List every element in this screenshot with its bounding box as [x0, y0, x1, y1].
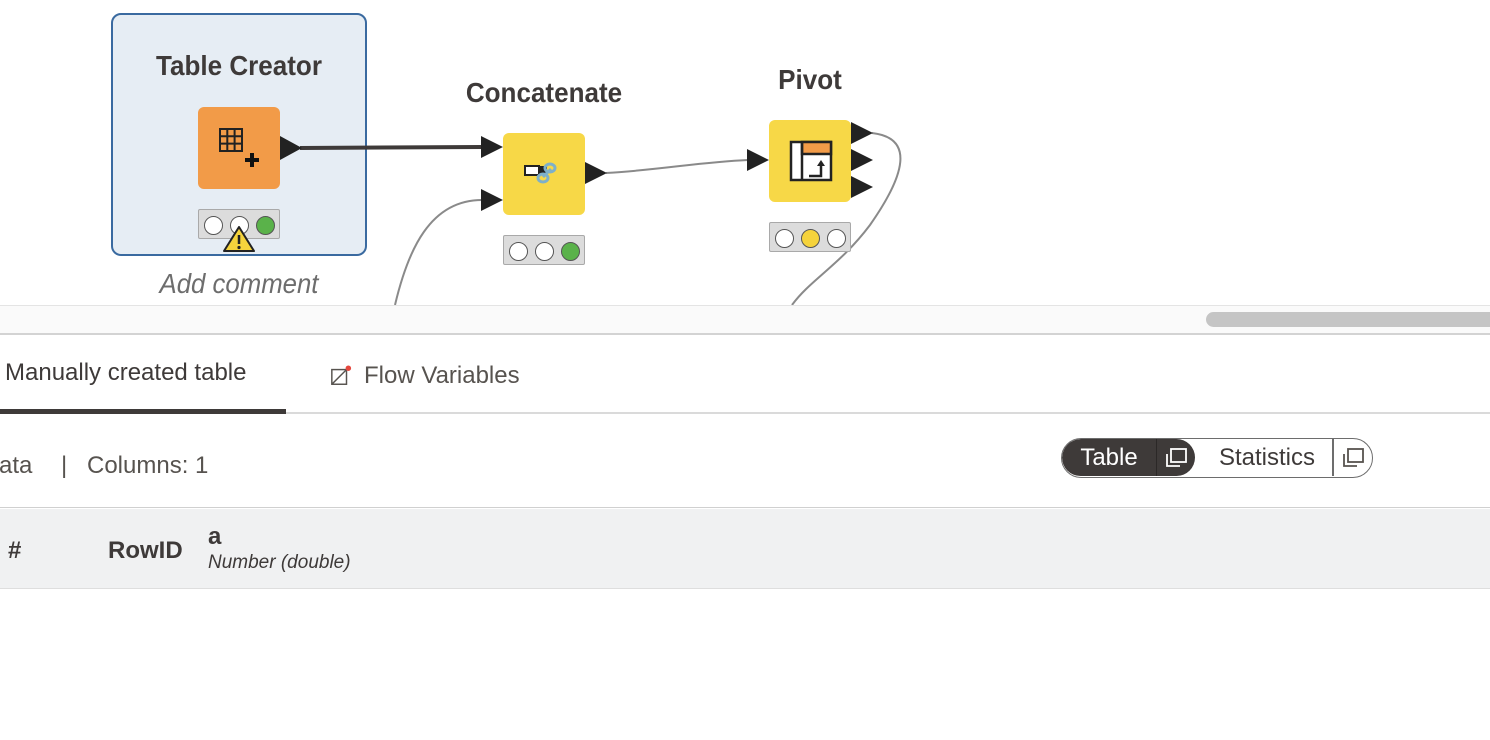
- table-info-bar: ata | Columns: 1: [0, 416, 1490, 508]
- table-creator-icon: [219, 128, 259, 167]
- column-header-rowid[interactable]: RowID: [108, 537, 183, 564]
- connection-incoming-concatenate[interactable]: [394, 199, 483, 305]
- pivot-status: [769, 222, 851, 252]
- table-header: # RowID a Number (double): [0, 509, 1490, 589]
- pivot-icon: [789, 140, 833, 182]
- status-light-1: [775, 229, 794, 248]
- output-tabs: Manually created table Flow Variables: [0, 337, 1490, 414]
- toggle-divider: [1332, 439, 1334, 476]
- concatenate-icon: [524, 162, 557, 184]
- pivot-input-port[interactable]: [747, 149, 769, 171]
- toggle-statistics[interactable]: Statistics: [1202, 439, 1332, 476]
- view-toggle[interactable]: Table Statistics: [1061, 438, 1373, 478]
- toggle-table-label: Table: [1080, 443, 1138, 471]
- status-light-3: [827, 229, 846, 248]
- open-table-in-window-button[interactable]: [1157, 439, 1195, 476]
- tab-manually-created-table[interactable]: Manually created table: [0, 337, 286, 414]
- node-title-pivot[interactable]: Pivot: [778, 64, 842, 95]
- open-in-window-icon: [1343, 447, 1364, 467]
- connection-tablecreator-concatenate[interactable]: [299, 145, 483, 150]
- pivot-node[interactable]: [769, 120, 851, 202]
- concatenate-node[interactable]: [503, 133, 585, 215]
- node-title-concatenate[interactable]: Concatenate: [465, 77, 623, 108]
- tab-flow-variables[interactable]: Flow Variables: [330, 337, 560, 414]
- warning-icon[interactable]: [222, 225, 256, 253]
- scrollbar-thumb[interactable]: [1206, 312, 1490, 327]
- connection-concatenate-pivot[interactable]: [605, 159, 749, 174]
- toggle-table[interactable]: Table: [1062, 439, 1156, 476]
- node-title-table-creator[interactable]: Table Creator: [156, 50, 322, 81]
- node-comment[interactable]: Add comment: [159, 268, 319, 299]
- connections-layer: [280, 122, 902, 305]
- tab-label: Manually created table: [5, 359, 247, 386]
- status-light-1: [204, 216, 223, 235]
- concatenate-output-port[interactable]: [585, 162, 607, 184]
- open-in-window-icon: [1166, 447, 1187, 467]
- connection-pivot-outgoing[interactable]: [791, 132, 902, 305]
- status-light-2: [535, 242, 554, 261]
- columns-count: Columns: 1: [87, 452, 209, 479]
- flow-variables-icon: [331, 364, 352, 385]
- table-body: [0, 590, 1490, 740]
- concatenate-input-port-2[interactable]: [481, 189, 503, 211]
- toggle-statistics-label: Statistics: [1218, 443, 1316, 471]
- pivot-output-port-2[interactable]: [851, 149, 873, 171]
- tab-label: Flow Variables: [364, 361, 520, 389]
- column-type-a: Number (double): [208, 552, 351, 573]
- concatenate-status: [503, 235, 585, 265]
- column-header-a[interactable]: a: [208, 523, 222, 550]
- info-separator: |: [61, 452, 68, 479]
- column-header-index[interactable]: #: [8, 537, 22, 564]
- status-light-3: [561, 242, 580, 261]
- status-light-3: [256, 216, 275, 235]
- status-light-1: [509, 242, 528, 261]
- workflow-canvas[interactable]: Table Creator Add comment Concatenate: [0, 0, 1490, 305]
- status-light-2: [801, 229, 820, 248]
- pivot-output-port-3[interactable]: [851, 176, 873, 198]
- concatenate-input-port-1[interactable]: [481, 136, 503, 158]
- pivot-output-port-1[interactable]: [851, 122, 873, 144]
- table-creator-output-port[interactable]: [280, 136, 302, 160]
- rows-info-truncated: ata: [0, 452, 33, 479]
- open-statistics-in-window-button[interactable]: [1334, 439, 1372, 476]
- toggle-divider: [1156, 439, 1158, 476]
- table-creator-node[interactable]: [198, 107, 280, 189]
